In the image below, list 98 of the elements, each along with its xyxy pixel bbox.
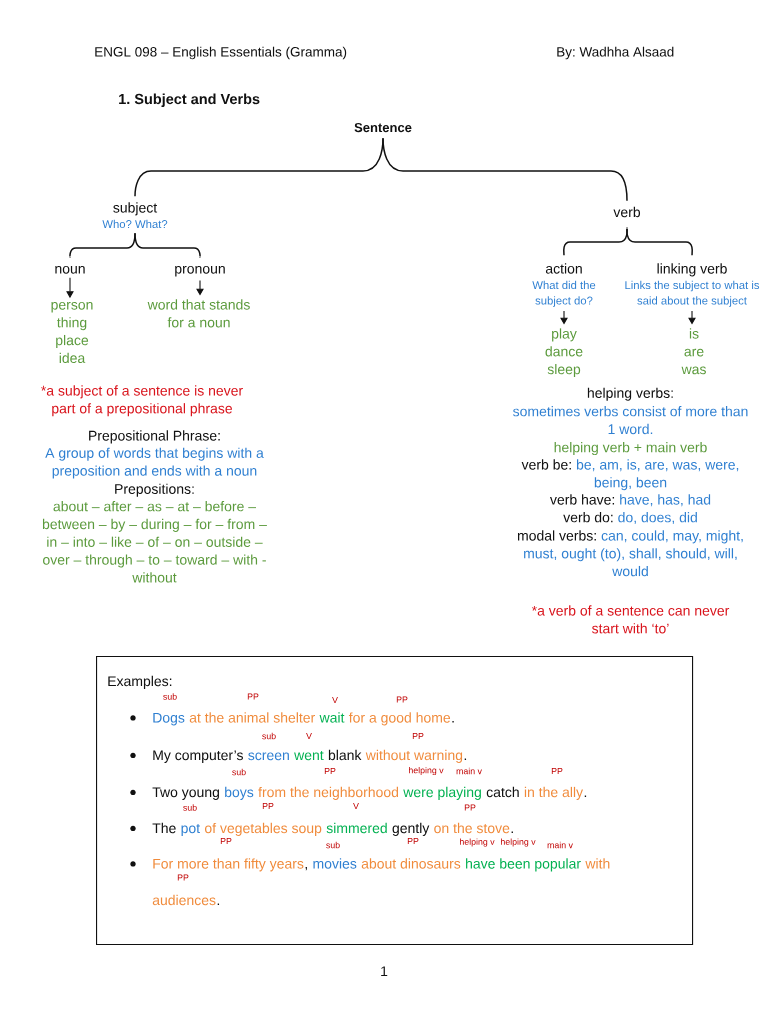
grammar-tag: main v	[456, 767, 482, 775]
subheading: Prepositions:	[115, 483, 194, 497]
grammar-tag: helping v	[501, 838, 536, 847]
grammar-tag: sub	[232, 768, 246, 776]
branch-label: noun	[55, 265, 85, 274]
example-word: place	[56, 334, 89, 348]
grammar-tag: PP	[247, 693, 259, 700]
grammar-tag: PP	[407, 838, 419, 845]
grammar-tag: sub	[262, 732, 276, 740]
definition-text: word that stands for a noun	[147, 299, 250, 328]
subheading: helping verbs:	[587, 387, 673, 401]
sentence-phrase: catch	[486, 786, 519, 798]
hint-text: Who? What?	[102, 219, 168, 229]
grammar-tag: PP	[324, 768, 336, 775]
grammar-tag: sub	[163, 693, 177, 700]
punctuation-mark: .	[452, 721, 454, 723]
verb-list: modal verbs: can, could, may, might, must, ought (to), shall, should, will, would	[517, 530, 743, 577]
sentence-phrase: at the animal shelter	[189, 712, 315, 723]
subheading: Prepositional Phrase:	[89, 430, 220, 444]
hint-text: What did the subject do?	[532, 280, 596, 307]
branch-label: verb	[613, 206, 641, 218]
grammar-tag: V	[332, 697, 338, 704]
grammar-tag: V	[306, 733, 312, 740]
page-number: 1	[381, 966, 388, 976]
hint-text: Links the subject to what is said about the subject	[625, 280, 760, 307]
sentence-phrase: wait	[319, 712, 345, 723]
punctuation-mark: .	[511, 831, 513, 833]
sentence-phrase: for a good home	[348, 712, 451, 726]
example-word: thing	[57, 317, 87, 331]
section-title: 1. Subject and Verbs	[119, 93, 260, 107]
author-text: By: Wadhha Alsaad	[557, 46, 674, 60]
example-word: is	[689, 328, 699, 339]
punctuation-mark: .	[217, 903, 220, 905]
sentence-phrase: blank	[328, 749, 362, 761]
sentence-phrase: audiences	[152, 894, 216, 906]
root-label: Sentence	[354, 122, 412, 133]
sentence-phrase: Dogs	[153, 712, 185, 726]
sentence-phrase: The	[152, 822, 176, 834]
example-word: person	[51, 301, 93, 313]
definition-text: A group of words that begins with a preposition and ends with a noun	[45, 447, 264, 479]
grammar-tag: V	[353, 803, 359, 810]
sentence-phrase: without warning	[365, 749, 463, 763]
rule-text: helping verb + main verb	[554, 442, 707, 456]
example-word: play	[552, 328, 577, 342]
example-word: are	[684, 348, 704, 357]
sentence-phrase: went	[294, 750, 324, 761]
sentence-phrase: For more than fifty years	[153, 858, 304, 872]
sentence-phrase: movies	[313, 858, 357, 869]
example-word: dance	[545, 346, 583, 357]
grammar-tag: PP	[464, 804, 476, 811]
header-text: ENGL 098 – English Essentials (Gramma)	[95, 46, 347, 60]
sentence-phrase: on the stove	[434, 822, 510, 834]
branch-label: action	[545, 263, 582, 274]
sentence-phrase: have been popular	[466, 858, 581, 872]
sentence-phrase: boys	[225, 786, 254, 800]
grammar-tag: PP	[262, 803, 274, 810]
branch-label: pronoun	[175, 265, 225, 277]
panel-heading: Examples:	[108, 675, 172, 689]
punctuation-mark: ,	[305, 867, 307, 871]
verb-list: verb have: have, has, had	[550, 494, 711, 507]
branch-label: subject	[113, 202, 158, 216]
example-word: sleep	[547, 363, 581, 377]
sentence-phrase: with	[585, 858, 610, 869]
grammar-tag: helping v	[409, 766, 444, 776]
sentence-phrase: about dinosaurs	[361, 858, 461, 869]
punctuation-mark: .	[464, 758, 467, 760]
definition-text: sometimes verbs consist of more than 1 word.	[513, 406, 748, 435]
note-text: *a subject of a sentence is never part of a prepositional phrase	[41, 385, 243, 417]
sentence-phrase: gently	[392, 822, 430, 836]
sentence-phrase: Two young	[152, 787, 219, 800]
grammar-tag: PP	[220, 838, 232, 845]
grammar-tag: PP	[412, 733, 424, 740]
grammar-tag: PP	[551, 768, 563, 775]
sentence-phrase: pot	[181, 823, 200, 836]
grammar-tag: main v	[547, 841, 573, 849]
sentence-phrase: My computer’s	[153, 750, 243, 763]
example-word: idea	[59, 352, 86, 364]
grammar-tag: sub	[326, 841, 340, 849]
verb-list: verb do: do, does, did	[563, 512, 697, 524]
word-list: about – after – as – at – before – between – by – during – for – from – in – into – like – of – on – outside – over – through – to – toward – with - without	[42, 501, 267, 583]
sentence-phrase: screen	[248, 752, 289, 761]
arrow	[688, 310, 696, 325]
arrow	[196, 280, 204, 296]
grammar-tag: PP	[177, 874, 189, 881]
example-word: was	[681, 366, 706, 375]
brace-connector	[382, 137, 628, 202]
sentence-phrase: were playing	[403, 786, 481, 800]
grammar-tag: PP	[396, 696, 408, 703]
sentence-phrase: simmered	[326, 822, 387, 834]
sentence-phrase: of vegetables soup	[204, 822, 322, 836]
grammar-tag: helping v	[460, 838, 495, 847]
note-text: *a verb of a sentence can never start with ‘to’	[531, 605, 730, 634]
sentence-phrase: in the ally	[524, 786, 584, 800]
punctuation-mark: .	[584, 795, 587, 797]
arrow	[560, 310, 568, 325]
sentence-phrase: from the neighborhood	[258, 786, 399, 800]
grammar-tag: sub	[183, 804, 197, 811]
branch-label: linking verb	[657, 263, 727, 277]
